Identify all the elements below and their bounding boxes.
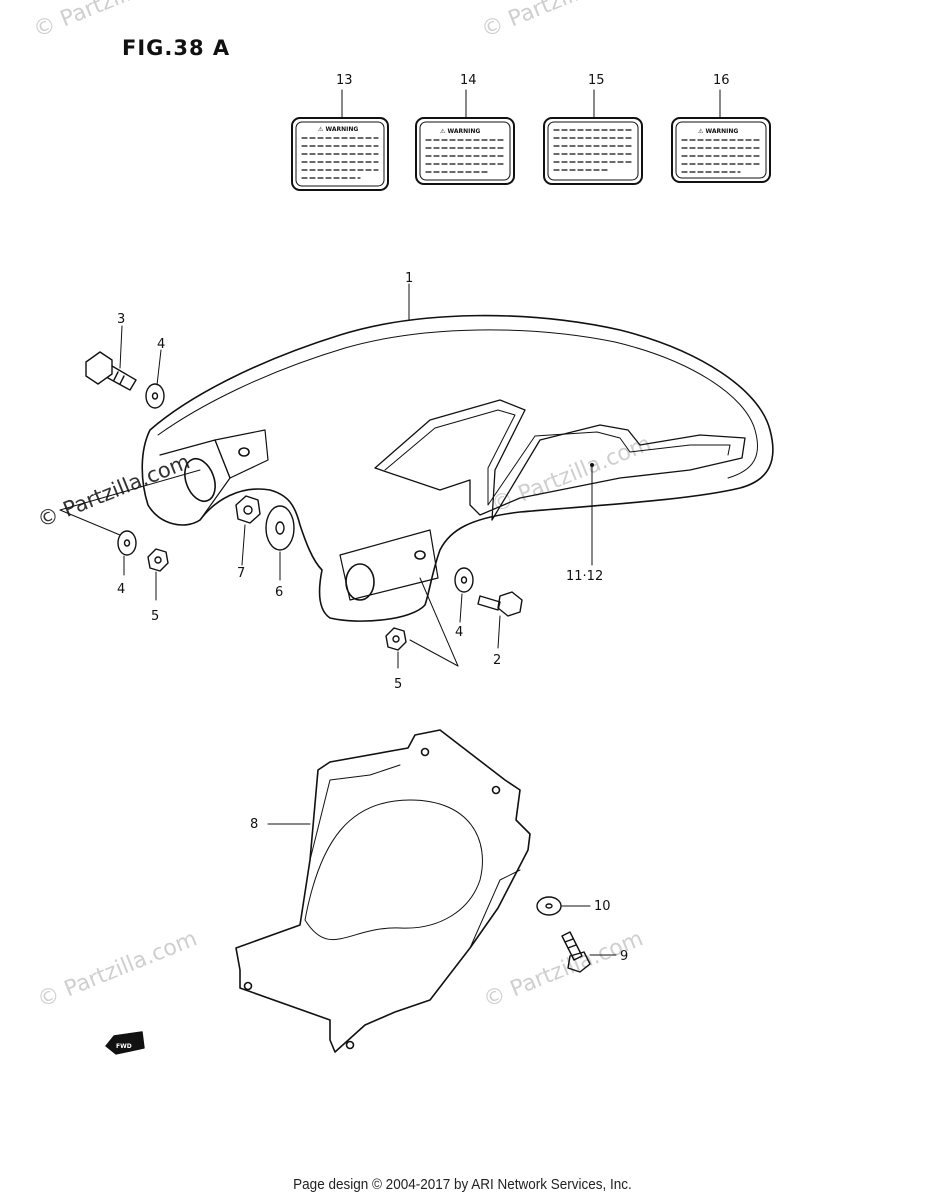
mud-guard-8[interactable] [235, 729, 531, 1053]
callout-3: 3 [117, 312, 125, 327]
figure-title: FIG.38 A [122, 36, 231, 60]
nut-7[interactable] [235, 495, 261, 524]
forward-label: FWD [116, 1043, 132, 1050]
bolt-3[interactable] [85, 351, 137, 391]
bolt-2[interactable] [477, 591, 523, 617]
callout-14: 14 [460, 73, 477, 88]
callout-4: 4 [157, 337, 165, 352]
callout-11-12: 11·12 [566, 569, 603, 584]
callout-9: 9 [620, 949, 628, 964]
warning-label-14[interactable] [415, 117, 515, 185]
warning-heading: ⚠ WARNING [698, 128, 738, 135]
washer-4[interactable] [145, 383, 165, 409]
rear-fender[interactable] [141, 314, 774, 622]
callout-13: 13 [336, 73, 353, 88]
washer-4[interactable] [117, 530, 137, 556]
warning-label-16[interactable] [671, 117, 771, 183]
callout-15: 15 [588, 73, 605, 88]
warning-heading: ⚠ WARNING [440, 128, 480, 135]
page-footer: Page design © 2004-2017 by ARI Network S… [293, 1176, 632, 1193]
callout-10: 10 [594, 899, 611, 914]
bolt-9[interactable] [561, 931, 591, 973]
callout-16: 16 [713, 73, 730, 88]
callout-7: 7 [237, 566, 245, 581]
callout-2: 2 [493, 653, 501, 668]
callout-5: 5 [151, 609, 159, 624]
callout-4: 4 [117, 582, 125, 597]
nut-5[interactable] [385, 627, 407, 651]
callout-1: 1 [405, 271, 413, 286]
washer-10[interactable] [536, 896, 562, 916]
callout-8: 8 [250, 817, 258, 832]
callout-6: 6 [275, 585, 283, 600]
callout-5: 5 [394, 677, 402, 692]
washer-4[interactable] [454, 567, 474, 593]
fender-decal[interactable] [374, 399, 746, 521]
forward-arrow-icon [105, 1031, 145, 1055]
warning-heading: ⚠ WARNING [318, 126, 358, 133]
warning-label-13[interactable] [291, 117, 389, 191]
warning-label-15[interactable] [543, 117, 643, 185]
washer-6[interactable] [265, 505, 295, 551]
callout-4: 4 [455, 625, 463, 640]
nut-5[interactable] [147, 548, 169, 572]
